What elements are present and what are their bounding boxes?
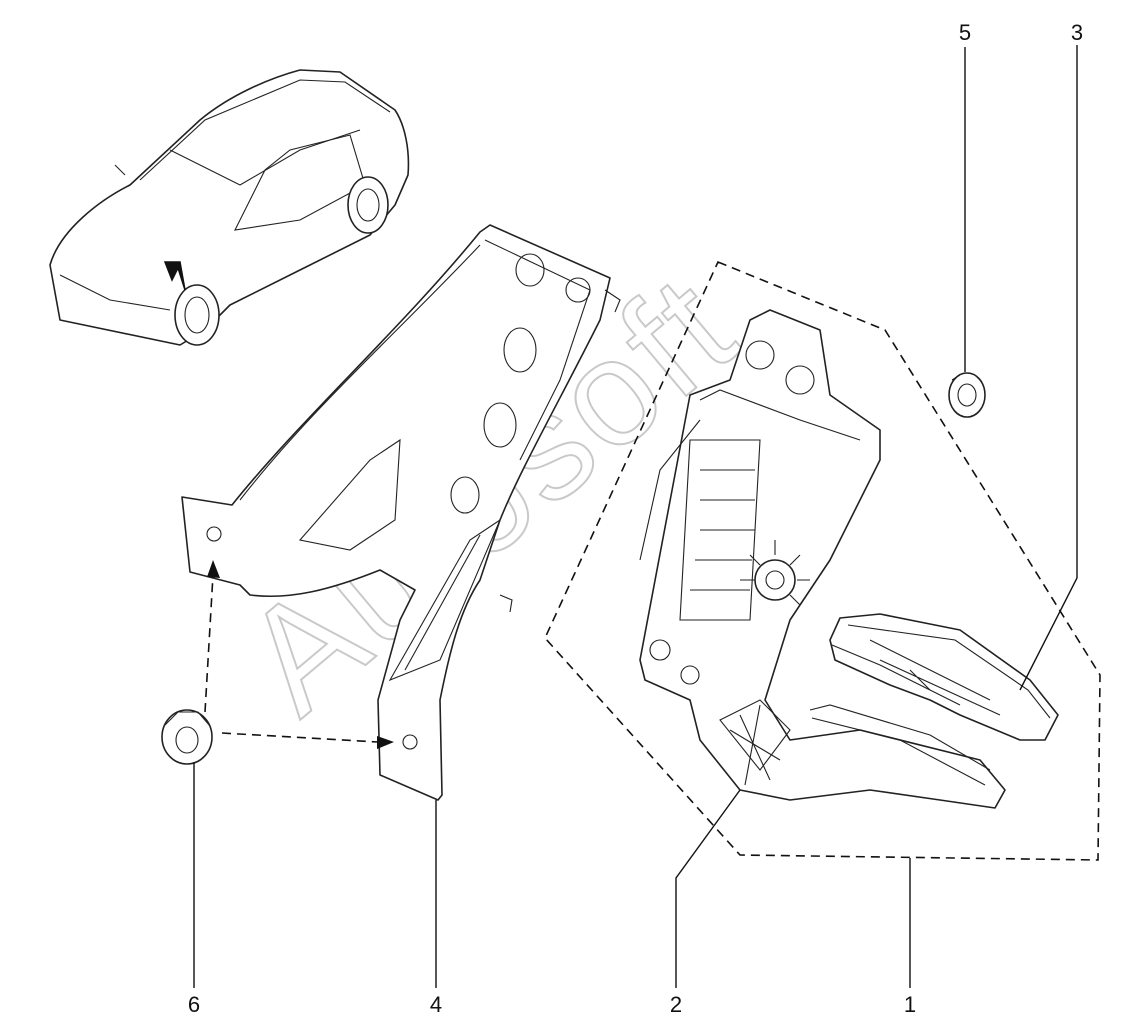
pedal-bracket-part-4 [181,224,621,801]
car-location-thumbnail [49,69,410,346]
callout-5: 5 [959,20,971,45]
callout-2: 2 [670,992,682,1017]
callout-4: 4 [430,992,442,1017]
nut-part-6 [161,709,213,765]
pedal-pad-part-3 [829,613,1059,741]
nut-part-5 [948,372,986,418]
assembly-arrows [204,560,394,749]
leader-lines [193,45,1078,988]
assembly-outline-part-1 [544,260,1101,861]
callout-6: 6 [188,992,200,1017]
callout-1: 1 [904,992,916,1017]
callout-3: 3 [1071,20,1083,45]
